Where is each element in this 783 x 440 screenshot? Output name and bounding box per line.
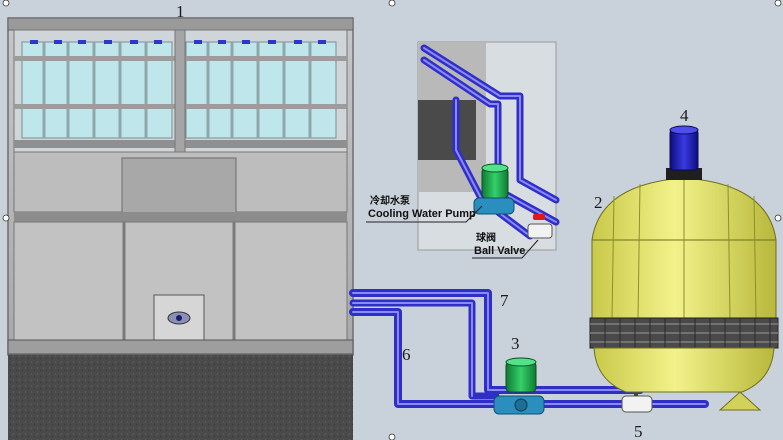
outlet-pipe-6 — [349, 308, 504, 408]
spray-nozzles — [30, 40, 326, 44]
callout-6: 6 — [402, 345, 411, 364]
floor — [8, 355, 353, 440]
valve-label-cn: 球阀 — [476, 231, 496, 244]
tower-ribs — [611, 178, 757, 319]
callout-4: 4 — [680, 106, 689, 125]
callout-5: 5 — [634, 422, 643, 440]
callout-1: 1 — [176, 2, 185, 21]
inset-detail — [417, 41, 560, 251]
pump-label-cn: 冷却水泵 — [370, 194, 411, 207]
leader-lines — [366, 205, 539, 259]
valve-label-en: Ball Valve — [474, 245, 525, 257]
cooling-water-pump — [493, 357, 545, 415]
inset-labels: 冷却水泵 Cooling Water Pump 球阀 Ball Valve — [368, 194, 525, 257]
callout-3: 3 — [511, 334, 520, 353]
pump-label-en: Cooling Water Pump — [368, 208, 476, 220]
fan-motor — [666, 125, 702, 180]
callout-numbers: 1 2 3 4 5 6 7 — [176, 2, 689, 440]
ice-machine — [7, 17, 354, 356]
cooling-tower — [589, 125, 779, 411]
callout-7: 7 — [500, 291, 509, 310]
callout-2: 2 — [594, 193, 603, 212]
